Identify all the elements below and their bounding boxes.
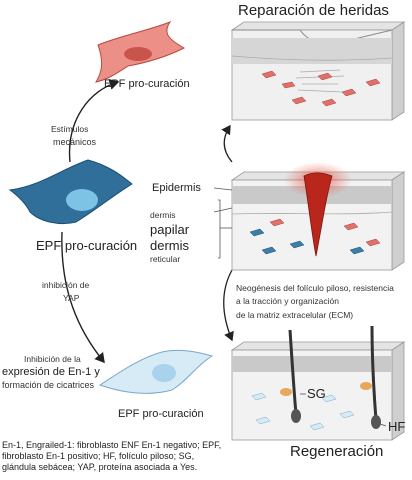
regenerated-tissue-block <box>230 325 406 441</box>
yap-inhibition-line2: YAP <box>63 293 80 303</box>
en1-inhibition-line2: expresión de En-1 y <box>2 366 100 378</box>
layer-reticular: reticular <box>150 254 181 264</box>
mechanical-stimuli-line1: Estímulos <box>51 124 89 134</box>
tag-hair-follicle: HF <box>388 419 406 434</box>
scar-tissue-block <box>230 21 406 121</box>
layer-papillary: papilar <box>150 222 190 237</box>
arrow-to-top-cell <box>68 78 120 163</box>
en1-inhibition-line3: formación de cicatrices <box>2 380 95 390</box>
center-blue-fibroblast <box>8 159 133 225</box>
layer-dermis-2: dermis <box>150 238 190 253</box>
regen-text-line2: a la tracción y organización <box>236 296 340 306</box>
wound-tissue-block <box>230 162 406 271</box>
arrow-to-bottom-cell <box>61 231 105 364</box>
title-regeneration: Regeneración <box>290 443 384 460</box>
arrow-to-wound-repair <box>221 124 233 163</box>
mechanical-stimuli-line2: mecánicos <box>53 137 97 147</box>
footnote-line2: fibroblasto En-1 positivo; HF, folículo … <box>2 451 195 461</box>
en1-inhibition-line1: Inhibición de la <box>24 354 81 364</box>
arrow-to-regeneration <box>223 269 234 342</box>
bottom-cell-label: EPF pro-curación <box>118 408 204 420</box>
regen-text-line1: Neogénesis del folículo piloso, resisten… <box>236 283 394 293</box>
top-red-fibroblast <box>94 20 186 83</box>
title-wound-repair: Reparación de heridas <box>238 2 389 19</box>
layer-dermis-1: dermis <box>150 210 176 220</box>
top-cell-label: EPF pro-curación <box>104 78 190 90</box>
layer-epidermis: Epidermis <box>152 182 201 194</box>
tag-sebaceous-gland: SG <box>307 386 326 401</box>
footnote-line3: glándula sebácea; YAP, proteína asociada… <box>2 462 198 472</box>
regen-text-line3: de la matriz extracelular (ECM) <box>236 310 354 320</box>
footnote-line1: En-1, Engrailed-1: fibroblasto ENF En-1 … <box>2 440 222 450</box>
bottom-light-fibroblast <box>98 349 214 394</box>
yap-inhibition-line1: inhibición de <box>42 280 90 290</box>
center-cell-label: EPF pro-curación <box>36 238 138 253</box>
footnote: En-1, Engrailed-1: fibroblasto ENF En-1 … <box>2 440 282 473</box>
